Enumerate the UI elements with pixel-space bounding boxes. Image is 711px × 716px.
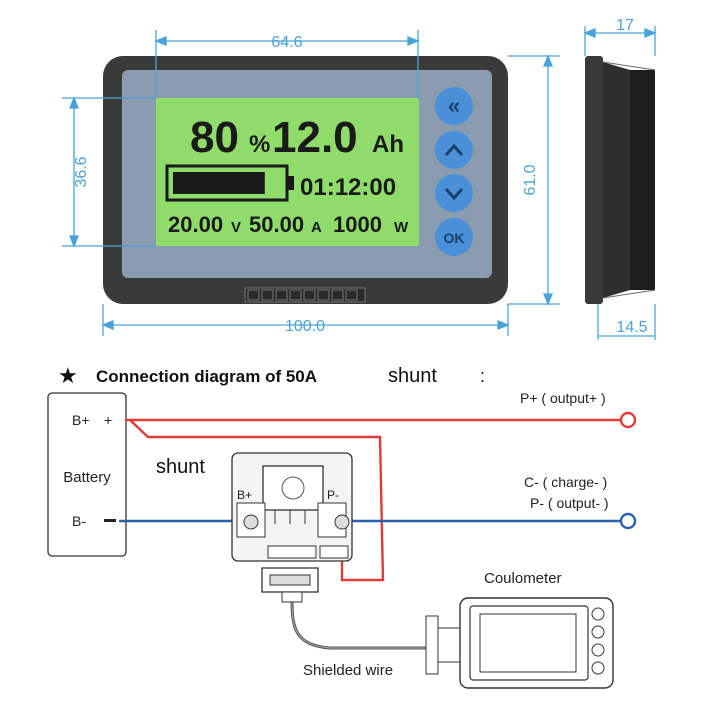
terminal-p-minus xyxy=(619,512,637,530)
ok-button[interactable]: OK xyxy=(435,218,473,256)
chevron-down-icon xyxy=(444,188,464,201)
coulometer-button-1 xyxy=(591,607,605,621)
shunt-label: shunt xyxy=(156,456,205,478)
wires xyxy=(118,418,622,650)
diagram-title-colon: : xyxy=(480,366,485,386)
dim-side-depth-bottom: 14.5 xyxy=(616,319,647,336)
shunt-module: B+ P- xyxy=(231,452,353,603)
lcd-power-unit: W xyxy=(394,219,409,236)
shielded-wire-label: Shielded wire xyxy=(303,662,393,679)
lcd-time: 01:12:00 xyxy=(300,174,396,201)
wire-sense-red xyxy=(128,418,385,582)
lcd-voltage-value: 20.00 xyxy=(168,212,223,237)
coulometer-button-2 xyxy=(591,625,605,639)
terminal-p-plus xyxy=(619,411,637,429)
coulometer-label: Coulometer xyxy=(484,570,562,587)
label-p-minus: P- ( output- ) xyxy=(530,495,609,511)
up-button[interactable] xyxy=(435,131,473,169)
coulometer-button-4 xyxy=(591,661,605,675)
battery-block: B+ + Battery B- xyxy=(47,392,127,557)
meter-front-view: 80 % 12.0 Ah 01:12:00 20.00 V 50.00 A 10… xyxy=(103,56,508,304)
connector-slots xyxy=(244,287,366,303)
label-c-minus: C- ( charge- ) xyxy=(524,474,607,490)
back-icon: « xyxy=(448,93,460,118)
lcd-capacity-unit: Ah xyxy=(372,131,404,158)
lcd-percent-value: 80 xyxy=(190,113,239,162)
dimension-lines xyxy=(62,26,657,340)
coulometer-button-3 xyxy=(591,643,605,657)
shunt-bplus-label: B+ xyxy=(237,488,252,502)
lcd-percent-unit: % xyxy=(249,131,270,158)
lcd-battery-fill xyxy=(173,172,265,194)
dim-side-depth-top: 17 xyxy=(616,17,634,34)
battery-pos-label: B+ xyxy=(72,412,90,428)
dim-width-bottom: 100.0 xyxy=(285,318,325,335)
meter-side-view xyxy=(585,56,656,304)
ok-label: OK xyxy=(444,230,465,246)
dim-height-left: 36.6 xyxy=(73,156,90,187)
lcd-current-value: 50.00 xyxy=(249,212,304,237)
label-p-plus: P+ ( output+ ) xyxy=(520,390,606,406)
shunt-pminus-label: P- xyxy=(327,488,339,502)
battery-label: Battery xyxy=(63,469,111,486)
dim-width-top: 64.6 xyxy=(271,34,302,51)
battery-neg-sign xyxy=(104,519,116,522)
lcd-voltage-unit: V xyxy=(231,219,241,236)
battery-pos-sign: + xyxy=(104,412,112,428)
shielded-wire xyxy=(290,598,432,650)
chevron-up-icon xyxy=(444,143,464,156)
diagram-title: Connection diagram of 50A xyxy=(96,367,317,386)
lcd-battery-icon xyxy=(165,164,294,202)
battery-neg-label: B- xyxy=(72,513,86,529)
dim-height-right: 61.0 xyxy=(522,164,539,195)
back-button[interactable]: « xyxy=(435,87,473,125)
diagram-title-shunt: shunt xyxy=(388,365,437,387)
lcd-current-unit: A xyxy=(311,219,322,236)
star-icon: ★ xyxy=(58,363,78,388)
coulometer-device xyxy=(425,597,614,689)
down-button[interactable] xyxy=(435,174,473,212)
lcd-capacity-value: 12.0 xyxy=(272,113,358,162)
lcd-power-value: 1000 xyxy=(333,212,382,237)
